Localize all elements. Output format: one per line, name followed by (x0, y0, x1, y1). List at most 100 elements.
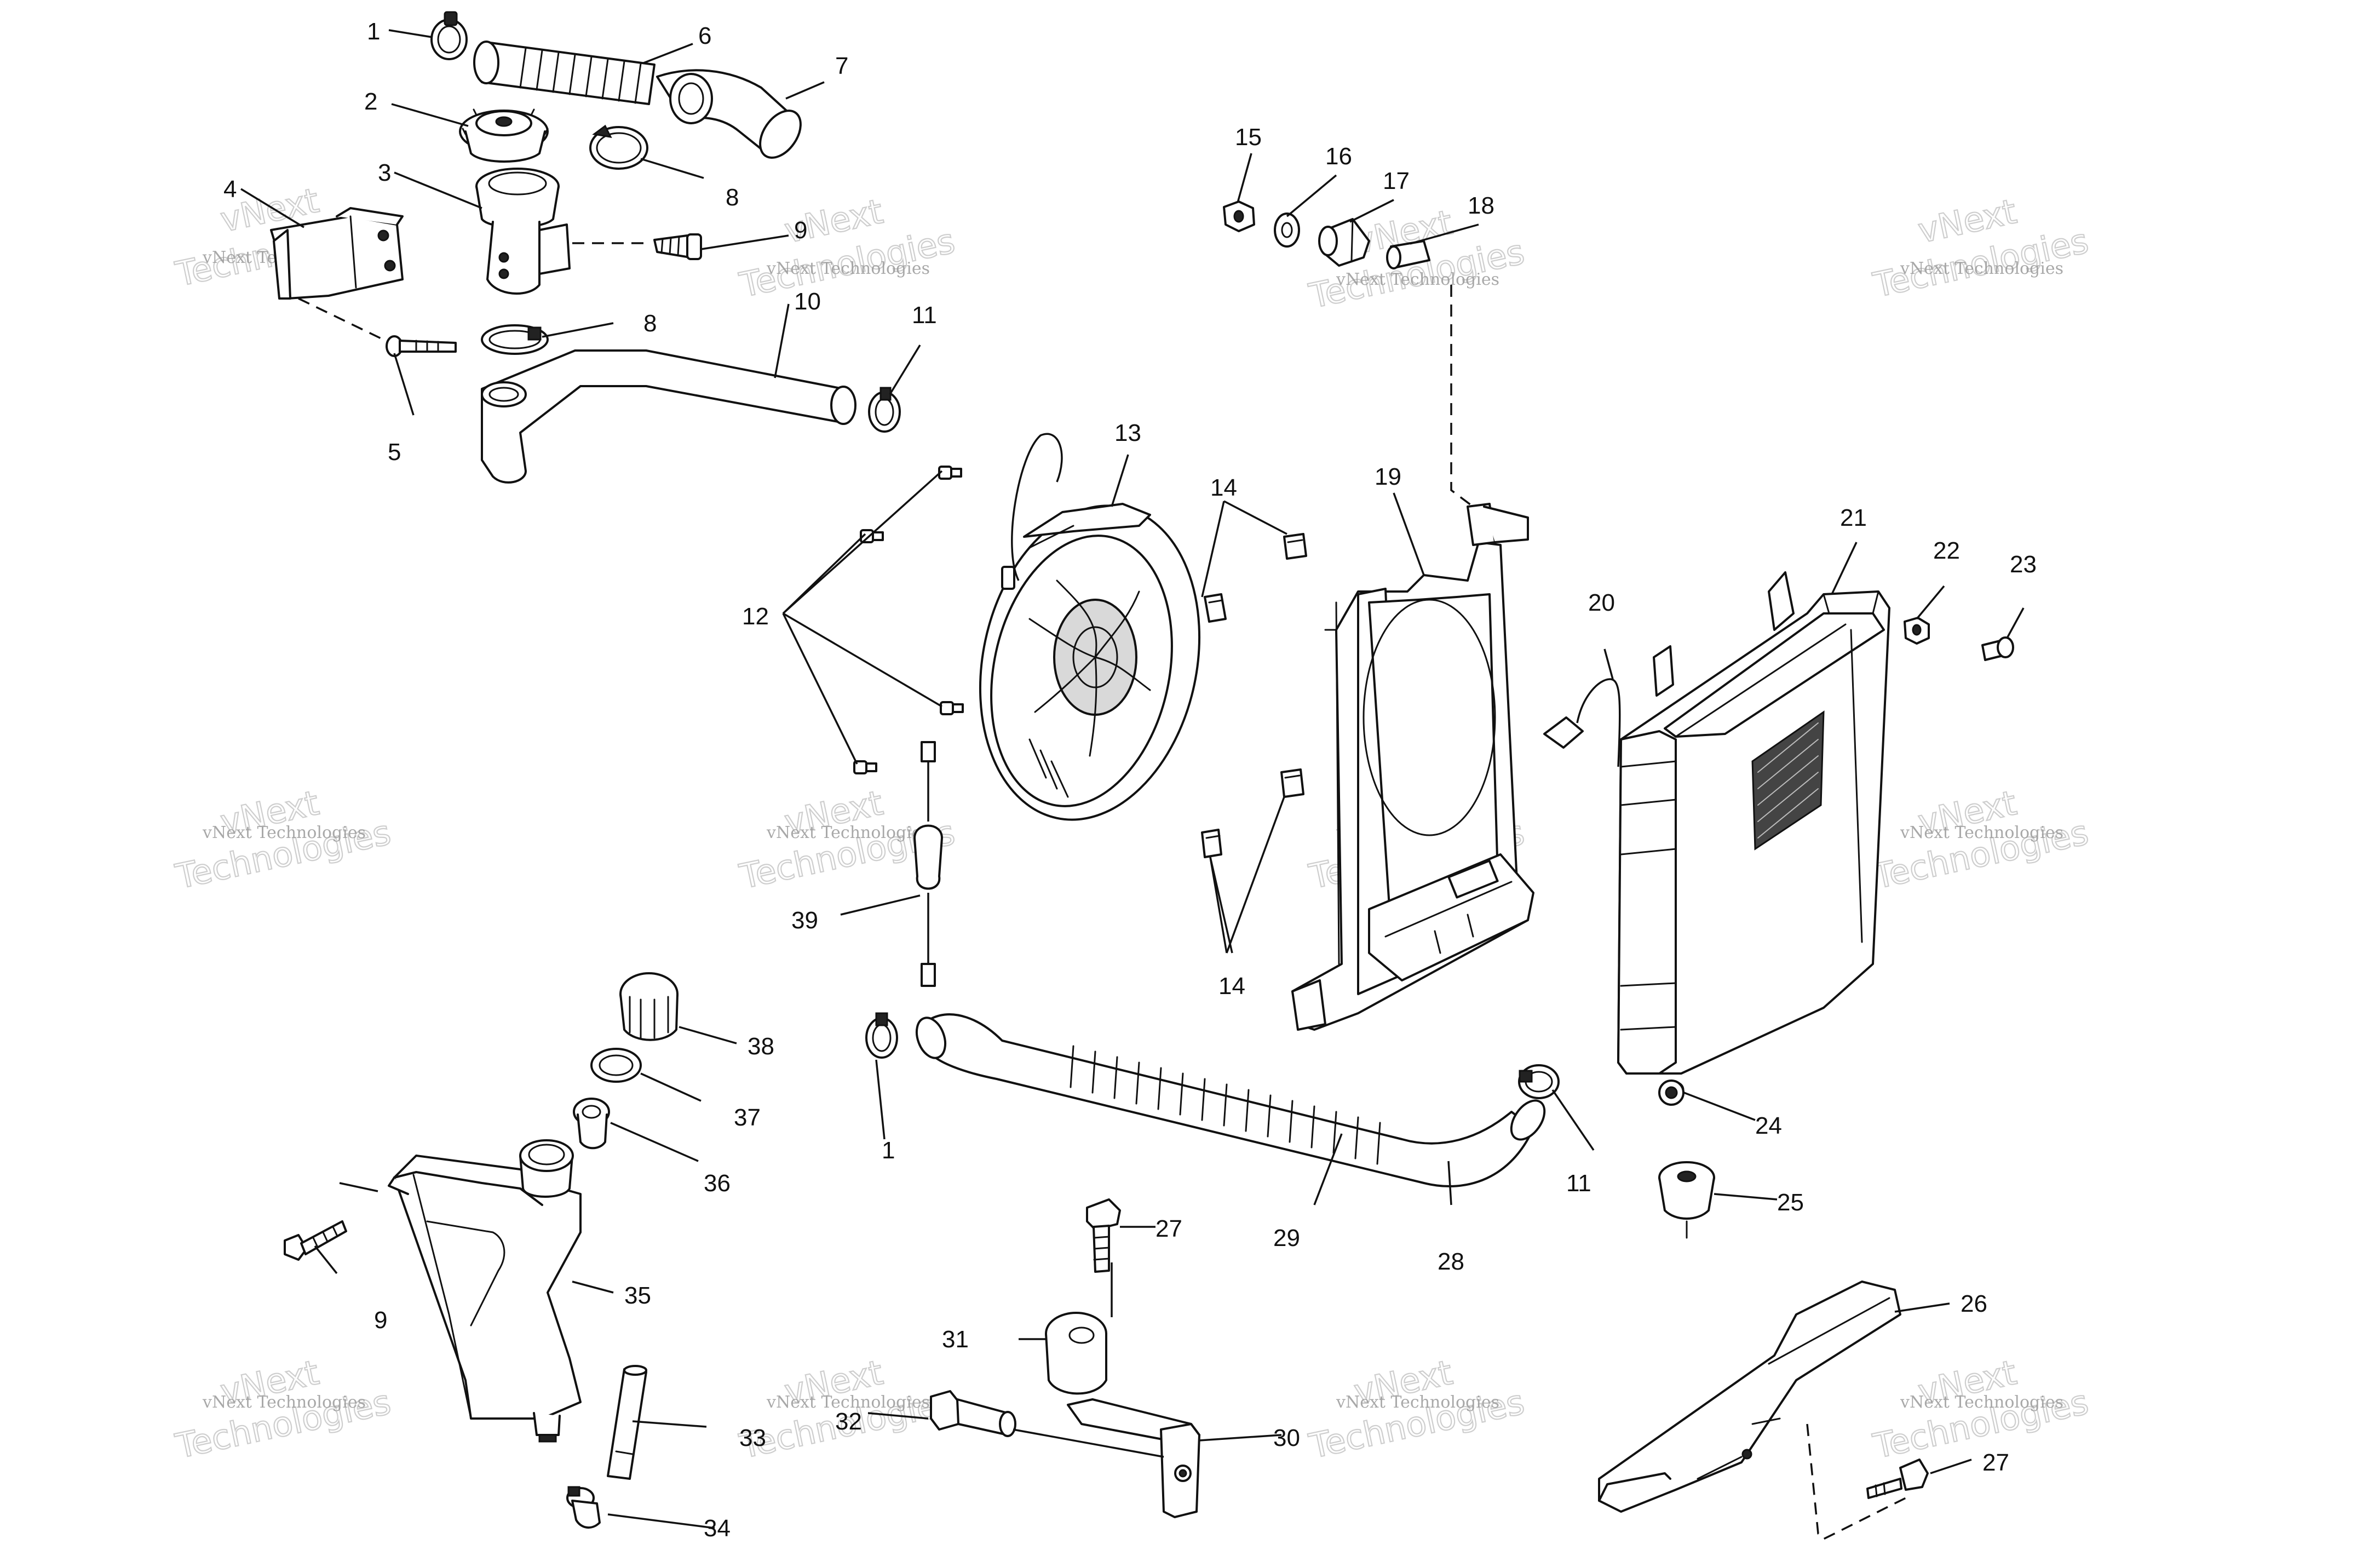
gasket-part-37 (590, 1048, 642, 1083)
screw-icon (940, 701, 964, 715)
callout-2: 2 (364, 88, 377, 115)
clip-part-14-lower-a (1280, 768, 1304, 798)
callout-26: 26 (1961, 1290, 1987, 1317)
callout-37: 37 (734, 1104, 761, 1131)
callout-29: 29 (1273, 1225, 1300, 1251)
callout-14-lower: 14 (1218, 973, 1245, 1000)
callout-1-lower: 1 (882, 1137, 895, 1164)
callout-15: 15 (1235, 124, 1262, 151)
callout-19: 19 (1375, 463, 1401, 490)
thermo-sensor-part-39 (913, 741, 943, 987)
cooling-fan-part-13 (979, 433, 1201, 821)
corrugated-hose-part-6 (473, 41, 656, 105)
lower-bracket-part-26 (1598, 1281, 1901, 1513)
support-bracket-part-30 (1067, 1398, 1200, 1518)
rubber-grommet-part-17 (1318, 218, 1370, 267)
callout-9-upper: 9 (794, 217, 807, 244)
callout-13: 13 (1114, 420, 1141, 446)
nut-part-22 (1904, 617, 1930, 645)
callout-7: 7 (835, 53, 848, 79)
screw-icon (860, 529, 884, 543)
grommet-part-36 (573, 1098, 610, 1150)
nut-part-15 (1223, 200, 1255, 232)
callout-24: 24 (1755, 1112, 1782, 1139)
callout-27-upper: 27 (1155, 1215, 1182, 1242)
callout-12: 12 (742, 603, 769, 630)
hose-clamp-part-8-upper (589, 124, 648, 170)
callout-32: 32 (835, 1408, 862, 1435)
watermark: vNext Technologies (735, 191, 959, 306)
screw-icon (853, 760, 877, 774)
bolt-part-5 (386, 335, 457, 357)
wire-harness-part-20 (1543, 678, 1621, 767)
callout-33: 33 (739, 1425, 766, 1451)
bolt-part-27-upper (1086, 1198, 1121, 1273)
screw-part-9-lower (284, 1220, 347, 1261)
callout-21: 21 (1840, 504, 1867, 531)
mounting-bracket-part-4 (270, 207, 404, 300)
clip-part-14-upper-a (1283, 533, 1307, 560)
callout-27-lower: 27 (1982, 1449, 2009, 1476)
watermark: vNext Technologies (1869, 191, 2092, 306)
hose-clamp-part-11-lower (1518, 1064, 1560, 1099)
watermark-text: vNext Technologies (766, 1393, 930, 1412)
spacer-part-18 (1386, 240, 1430, 269)
filler-neck-part-3 (475, 168, 571, 295)
coolant-reservoir-part-35 (388, 1139, 582, 1443)
reservoir-cap-part-38 (619, 972, 679, 1041)
callout-3: 3 (378, 159, 391, 186)
fan-shroud-part-19 (1291, 503, 1534, 1031)
rubber-mount-part-25 (1658, 1161, 1715, 1239)
callout-numbers: 1 2 3 4 5 6 7 8 8 9 9 10 11 11 12 13 14 … (223, 18, 2037, 1542)
mounting-clip-part-31 (1045, 1312, 1107, 1395)
callout-35: 35 (624, 1282, 651, 1309)
callout-8-lower: 8 (643, 310, 657, 337)
radiator-cap-part-2 (459, 108, 549, 163)
callout-11-upper: 11 (912, 302, 937, 329)
callout-30: 30 (1273, 1425, 1300, 1451)
callout-39: 39 (791, 907, 818, 934)
callout-5: 5 (388, 439, 401, 466)
callout-1: 1 (367, 18, 380, 45)
callout-14-upper: 14 (1210, 474, 1237, 501)
assembly-centerlines (298, 242, 1912, 1541)
watermark-text: vNext Technologies (766, 259, 930, 278)
callout-34: 34 (704, 1515, 731, 1542)
callout-28: 28 (1438, 1248, 1464, 1275)
radiator-hose-part-28-29 (915, 1013, 1546, 1187)
hose-clamp-part-11-upper (868, 387, 901, 433)
radiator-part-21 (1617, 571, 1890, 1099)
callout-9-lower: 9 (374, 1307, 387, 1334)
hose-clamp-part-8-lower (481, 324, 549, 355)
callout-16: 16 (1325, 143, 1352, 170)
drain-fitting-part-24 (1658, 1080, 1685, 1106)
callout-4: 4 (223, 176, 237, 203)
callout-31: 31 (942, 1326, 969, 1353)
callout-11-lower: 11 (1566, 1170, 1591, 1197)
screw-icon (938, 466, 962, 480)
callout-25: 25 (1777, 1189, 1804, 1216)
callout-36: 36 (704, 1170, 731, 1197)
callout-38: 38 (748, 1033, 774, 1060)
callout-17: 17 (1383, 168, 1410, 194)
callout-8-upper: 8 (726, 184, 739, 211)
bolt-part-27-lower (1866, 1459, 1929, 1499)
callout-20: 20 (1588, 589, 1615, 616)
screw-part-9-upper (653, 233, 702, 260)
clip-part-14-lower-b (1201, 829, 1222, 858)
hose-clamp-part-1-top (430, 11, 468, 60)
watermark-text: vNext Technologies (202, 1393, 366, 1412)
watermark-text: vNext Technologies (1900, 259, 2063, 278)
callout-leader-lines (240, 29, 2025, 1529)
hose-clamp-part-1-lower (865, 1012, 898, 1059)
watermark-text: vNext Technologies (1900, 823, 2063, 842)
bent-hose-part-10 (481, 349, 856, 484)
bolt-part-23 (1981, 636, 2014, 661)
spacer-bolt-part-32 (930, 1390, 1016, 1437)
callout-10: 10 (794, 288, 821, 315)
watermark-text: vNext Technologies (1336, 1393, 1499, 1412)
callout-23: 23 (2010, 551, 2037, 578)
watermark-text: vNext Technologies (202, 823, 366, 842)
clip-part-14-upper-b (1204, 593, 1227, 623)
